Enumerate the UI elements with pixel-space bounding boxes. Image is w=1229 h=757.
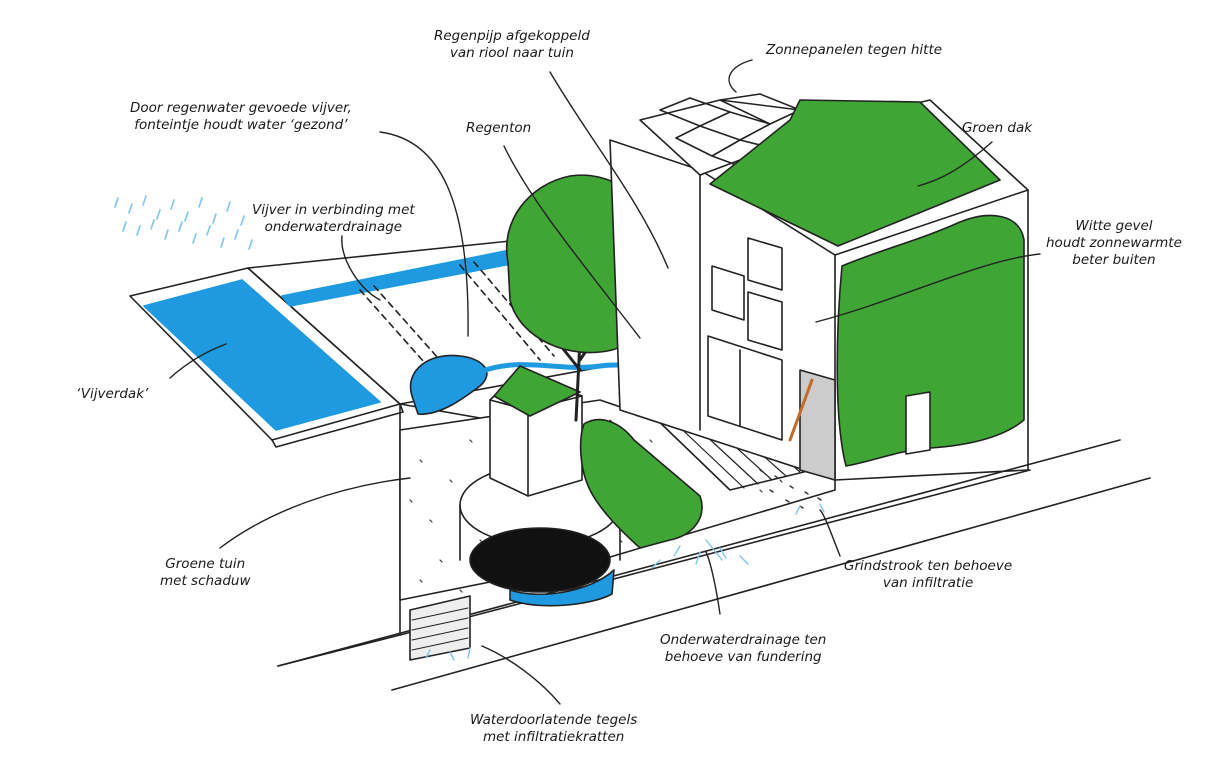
label-regenpijp: Regenpijp afgekoppeld van riool naar tui… — [434, 28, 590, 61]
label-onderwaterdrainage: Onderwaterdrainage ten behoeve van funde… — [660, 632, 827, 665]
label-grindstrook: Grindstrook ten behoeve van infiltratie — [844, 558, 1013, 591]
vijverdak-water — [143, 279, 381, 431]
green-facade — [836, 214, 1025, 467]
label-regenton: Regenton — [466, 120, 532, 136]
label-groene-tuin: Groene tuin met schaduw — [160, 556, 251, 589]
hedge — [579, 418, 703, 549]
garden-pond — [409, 354, 488, 415]
rain-drops — [114, 195, 253, 250]
label-witte-gevel: Witte gevel houdt zonnewarmte beter buit… — [1046, 218, 1182, 268]
drainage-splash — [425, 503, 825, 661]
label-vijver-drainage: Vijver in verbinding met onderwaterdrain… — [252, 202, 415, 235]
label-tegels: Waterdoorlatende tegels met infiltratiek… — [470, 712, 638, 745]
gravel-strip — [759, 469, 822, 509]
label-vijverdak: ‘Vijverdak’ — [76, 386, 149, 402]
label-zonnepanelen: Zonnepanelen tegen hitte — [766, 42, 943, 58]
house — [609, 99, 1029, 481]
label-vijver-gevoed: Door regenwater gevoede vijver, fonteint… — [130, 100, 352, 133]
green-roof — [709, 99, 1001, 247]
infiltration-cistern — [459, 464, 621, 607]
leader-lines — [169, 59, 1041, 705]
label-groen-dak: Groen dak — [962, 120, 1033, 136]
facade-door — [905, 391, 931, 455]
shed — [489, 365, 583, 497]
